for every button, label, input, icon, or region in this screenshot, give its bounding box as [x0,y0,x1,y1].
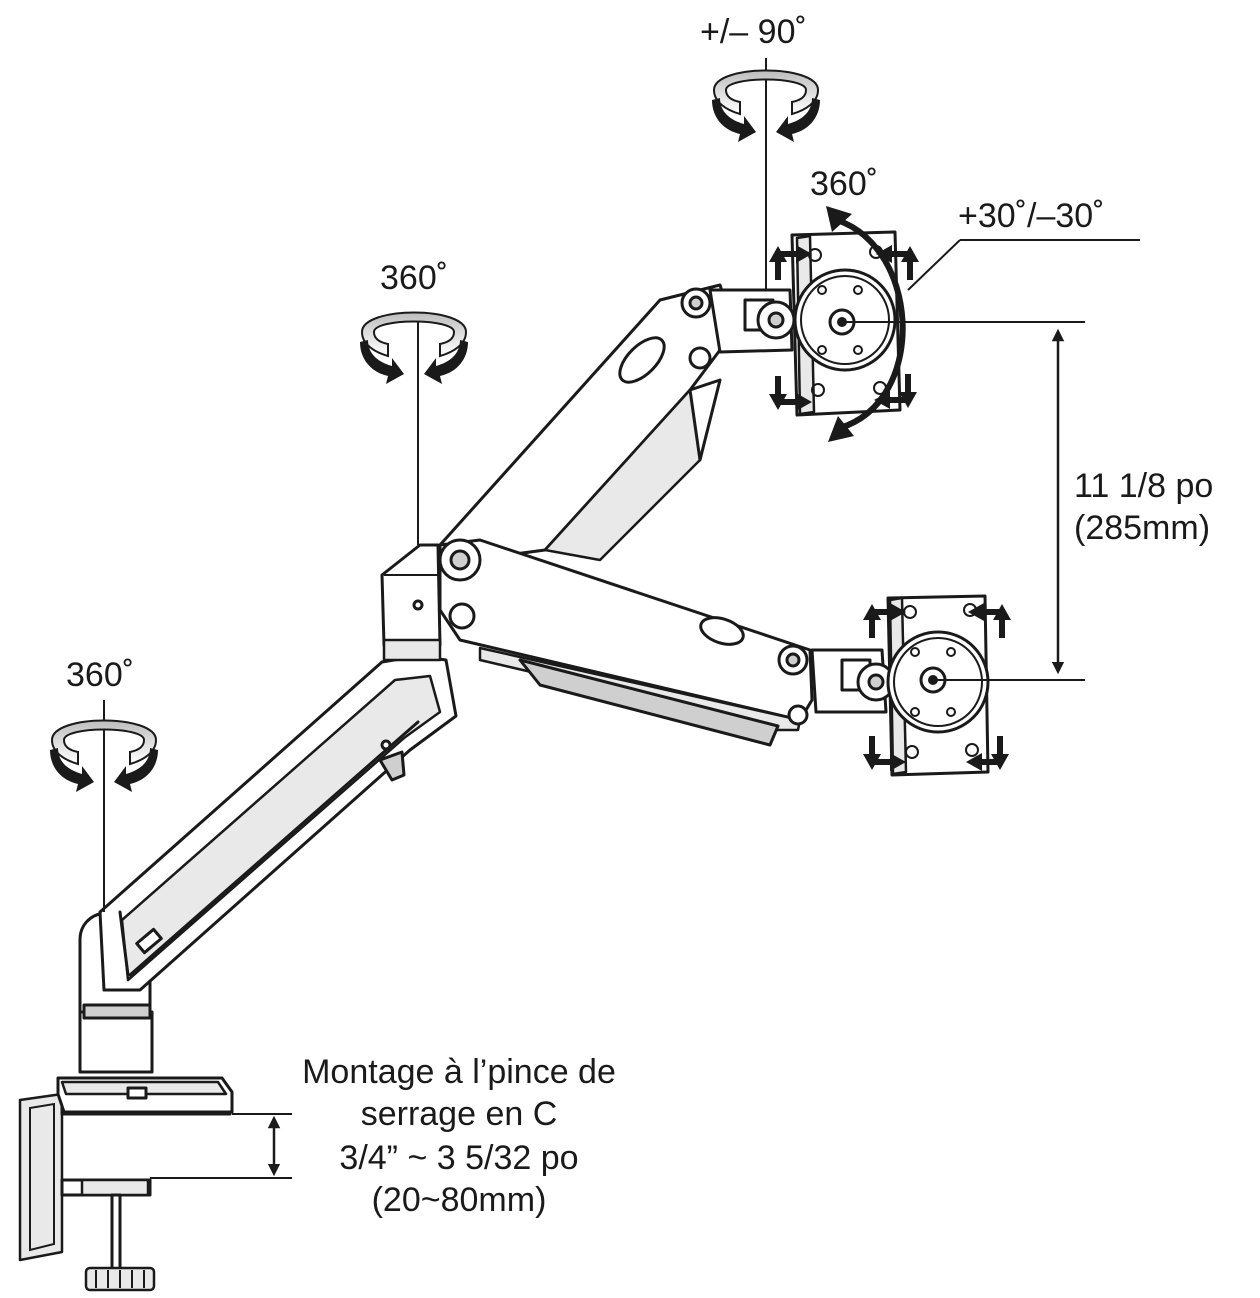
height-range-label-line2: (285mm) [1074,509,1211,547]
clamp-dimension-arrow-icon [150,1113,292,1179]
c-clamp [18,1092,232,1292]
lower-vesa-plate [886,594,990,777]
clamp-label-line3: 3/4” ~ 3 5/32 po [339,1139,579,1177]
upper-arm-raised [438,283,730,562]
elbow-rotation-label: 360˚ [380,259,449,297]
upper-vesa-plate [790,230,902,417]
height-range-label-line1: 11 1/8 po [1074,467,1214,505]
elbow-joint [380,543,442,662]
clamp-label-line2: serrage en C [360,1095,558,1133]
clamp-label-line4: (20~80mm) [371,1181,547,1219]
dimension-arrow-icon [842,321,1085,681]
upper-arm-level [438,538,814,747]
upper-tilt-head [708,288,796,354]
swivel-label: +/– 90˚ [700,13,807,51]
base-rotation-label: 360˚ [66,656,135,694]
clamp-label-line1: Montage à l’pince de [302,1053,616,1091]
rotation-arrow-icon [359,311,469,385]
lower-tilt-head [810,648,896,714]
tilt-arc-icon [826,206,1140,442]
plate-rotation-label: 360˚ [810,165,879,203]
tilt-label: +30˚/–30˚ [958,197,1105,235]
lower-arm [98,654,458,992]
